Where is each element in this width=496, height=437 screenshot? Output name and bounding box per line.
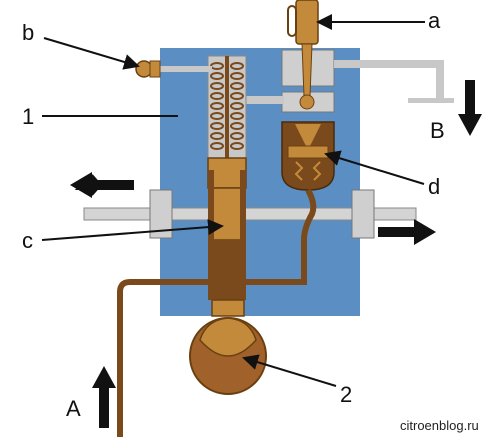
label-c: c <box>22 228 33 253</box>
label-a: a <box>428 8 441 33</box>
valve-d-spring <box>294 161 322 181</box>
label-d: d <box>428 174 440 199</box>
leader-d <box>324 150 425 185</box>
leader-c <box>41 219 224 241</box>
fitting-b-nut <box>149 60 161 78</box>
piston-lower <box>208 240 246 300</box>
valve-d-seat <box>287 145 329 159</box>
fitting-b-line <box>150 66 212 72</box>
arrow-right-shaft <box>378 227 416 237</box>
right-seal <box>351 189 375 239</box>
return-pipe <box>117 188 317 437</box>
arrow-right-head <box>414 219 436 245</box>
outlet-pipe-b <box>334 60 444 100</box>
passage-upper <box>232 96 284 104</box>
label-1: 1 <box>22 104 34 129</box>
arrow-down-shaft <box>465 80 475 116</box>
left-seal <box>149 189 173 239</box>
spring-rod <box>225 56 229 160</box>
arrow-left-shaft <box>90 180 134 190</box>
leader-b <box>43 37 140 70</box>
label-2: 2 <box>340 382 352 407</box>
pump-neck <box>211 299 245 317</box>
pump-2-inner <box>199 317 257 357</box>
adjuster-a-slot <box>287 5 297 37</box>
valve-d-cone <box>295 124 321 146</box>
piston-outer-right <box>240 170 246 300</box>
spring-coils <box>210 62 244 150</box>
arrow-up-shaft <box>99 386 109 428</box>
label-A: A <box>66 396 81 421</box>
watermark: citroenblog.ru <box>400 418 479 433</box>
arrow-down-head <box>458 114 482 136</box>
needle-ball <box>299 94 315 110</box>
arrow-up-head <box>92 366 116 388</box>
label-B: B <box>430 118 445 143</box>
leader-2 <box>242 354 337 387</box>
label-b: b <box>22 20 34 45</box>
adjuster-a <box>295 0 319 45</box>
arrow-left-head <box>70 172 92 198</box>
outlet-b-drip <box>408 98 454 103</box>
needle-a <box>301 43 313 97</box>
piston-c <box>211 187 243 241</box>
